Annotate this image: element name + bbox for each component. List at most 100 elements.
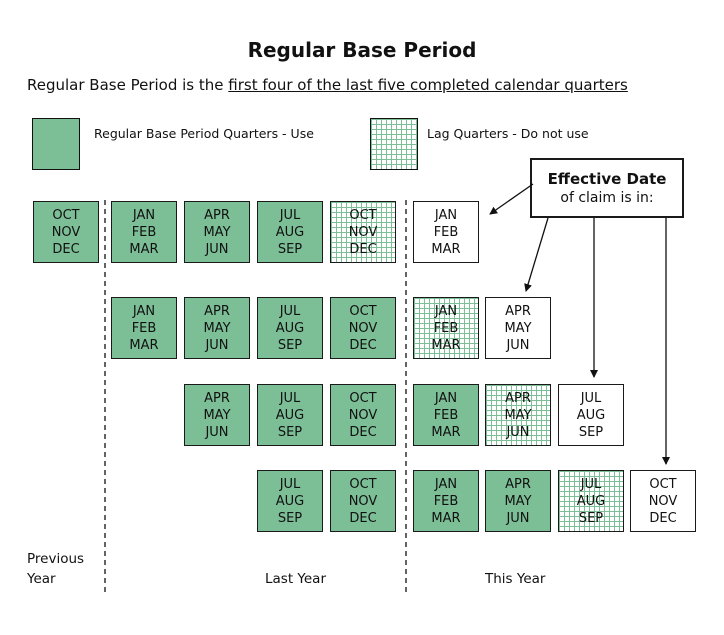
month-label: FEB <box>433 493 459 509</box>
month-label: SEP <box>277 424 303 440</box>
month-label: JUL <box>279 207 301 223</box>
month-label: DEC <box>349 241 377 257</box>
month-label: AUG <box>275 320 305 336</box>
month-label: OCT <box>52 207 80 223</box>
month-label: SEP <box>277 241 303 257</box>
month-label: AUG <box>576 493 606 509</box>
month-label: JUN <box>506 424 530 440</box>
month-label: AUG <box>275 224 305 240</box>
month-label: JAN <box>132 207 156 223</box>
diagram-subtitle: Regular Base Period is the first four of… <box>27 76 628 94</box>
month-label: JUL <box>580 390 602 406</box>
month-label: JUL <box>279 303 301 319</box>
month-label: APR <box>204 207 230 223</box>
month-label: MAY <box>203 320 231 336</box>
month-label: JAN <box>434 303 458 319</box>
month-label: JUN <box>205 424 229 440</box>
month-label: NOV <box>648 493 678 509</box>
month-label: APR <box>505 390 531 406</box>
previous-year-label-line2: Year <box>27 571 56 587</box>
month-label: JAN <box>434 390 458 406</box>
month-label: JAN <box>434 207 458 223</box>
last-year-label: Last Year <box>265 571 326 587</box>
month-label: AUG <box>275 493 305 509</box>
month-label: DEC <box>349 510 377 526</box>
legend-use-label: Regular Base Period Quarters - Use <box>94 126 314 141</box>
month-label: SEP <box>277 337 303 353</box>
month-label: JUL <box>279 476 301 492</box>
month-label: FEB <box>433 224 459 240</box>
month-label: APR <box>204 303 230 319</box>
month-label: AUG <box>576 407 606 423</box>
month-label: DEC <box>52 241 80 257</box>
month-label: MAY <box>203 407 231 423</box>
diagram-title: Regular Base Period <box>247 38 477 62</box>
month-label: FEB <box>131 224 157 240</box>
month-label: MAY <box>504 320 532 336</box>
month-label: FEB <box>131 320 157 336</box>
month-label: OCT <box>349 476 377 492</box>
subtitle-prefix: Regular Base Period is the <box>27 76 229 94</box>
month-label: FEB <box>433 407 459 423</box>
month-label: MAR <box>431 337 461 353</box>
month-label: MAY <box>504 493 532 509</box>
month-label: OCT <box>349 207 377 223</box>
month-label: JUL <box>279 390 301 406</box>
month-label: OCT <box>349 303 377 319</box>
month-label: NOV <box>348 407 378 423</box>
this-year-label: This Year <box>485 571 546 587</box>
month-label: MAR <box>129 241 159 257</box>
month-label: FEB <box>433 320 459 336</box>
arrow-to-apr <box>524 217 549 292</box>
month-label: MAY <box>504 407 532 423</box>
month-label: NOV <box>348 320 378 336</box>
month-label: SEP <box>578 424 604 440</box>
month-label: JUN <box>506 510 530 526</box>
legend-use-swatch <box>32 118 80 170</box>
month-label: OCT <box>349 390 377 406</box>
month-label: SEP <box>578 510 604 526</box>
month-label: SEP <box>277 510 303 526</box>
month-label: NOV <box>51 224 81 240</box>
callout-title: Effective Date <box>547 169 667 188</box>
month-label: APR <box>204 390 230 406</box>
month-label: OCT <box>649 476 677 492</box>
month-label: NOV <box>348 493 378 509</box>
previous-year-label-line1: Previous <box>27 551 85 567</box>
month-label: MAY <box>203 224 231 240</box>
month-label: JUL <box>580 476 602 492</box>
month-label: MAR <box>129 337 159 353</box>
arrow-to-jan <box>489 183 534 215</box>
month-label: JAN <box>434 476 458 492</box>
month-label: JAN <box>132 303 156 319</box>
month-label: DEC <box>649 510 677 526</box>
month-label: DEC <box>349 337 377 353</box>
month-label: AUG <box>275 407 305 423</box>
month-label: DEC <box>349 424 377 440</box>
legend-lag-swatch <box>370 118 418 170</box>
month-label: JUN <box>205 241 229 257</box>
